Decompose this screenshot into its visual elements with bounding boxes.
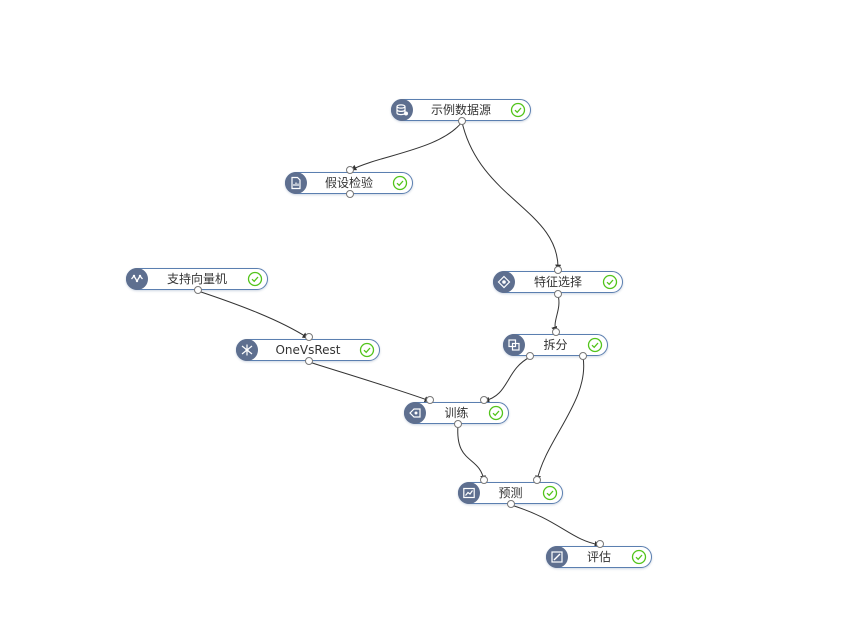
edge-split-train[interactable] [483,356,531,403]
shuffle-icon [236,339,258,361]
output-port-2[interactable] [579,352,587,360]
success-check-icon [542,485,558,501]
input-port-1[interactable] [480,476,488,484]
output-port[interactable] [194,286,202,294]
algorithm-icon [126,268,148,290]
evaluate-icon [546,546,568,568]
input-port[interactable] [554,266,562,274]
node-label: 训练 [444,406,469,420]
edge-datasource-hypothesis[interactable] [350,121,463,171]
output-port[interactable] [454,420,462,428]
node-onevsrest[interactable]: OneVsRest [236,339,380,361]
feature-icon [493,271,515,293]
node-label: 示例数据源 [430,103,491,117]
success-check-icon [392,175,408,191]
input-port[interactable] [346,166,354,174]
input-port-1[interactable] [426,396,434,404]
node-label: 支持向量机 [166,272,227,286]
node-label: 特征选择 [533,275,582,289]
output-port-1[interactable] [526,352,534,360]
output-port[interactable] [305,357,313,365]
train-icon [404,402,426,424]
edge-train-predict[interactable] [457,424,487,482]
document-chart-icon [285,172,307,194]
edge-datasource-feature[interactable] [461,121,562,271]
input-port-2[interactable] [533,476,541,484]
output-port[interactable] [554,290,562,298]
success-check-icon [488,405,504,421]
edge-onevsrest-train[interactable] [308,361,431,402]
node-train[interactable]: 训练 [404,402,509,424]
node-sample-datasource[interactable]: 示例数据源 [391,99,531,121]
edge-predict-evaluate[interactable] [510,504,601,548]
output-port[interactable] [507,500,515,508]
node-label: OneVsRest [275,343,341,357]
success-check-icon [602,274,618,290]
success-check-icon [359,342,375,358]
node-split[interactable]: 拆分 [503,334,608,356]
output-port[interactable] [346,190,354,198]
node-label: 预测 [498,486,523,500]
success-check-icon [587,337,603,353]
split-icon [503,334,525,356]
input-port[interactable] [596,540,604,548]
node-label: 拆分 [543,338,568,352]
input-port[interactable] [305,333,313,341]
input-port-2[interactable] [480,396,488,404]
predict-chart-icon [458,482,480,504]
success-check-icon [510,102,526,118]
node-label: 假设检验 [324,176,373,190]
output-port[interactable] [458,117,466,125]
node-hypothesis-test[interactable]: 假设检验 [285,172,413,194]
database-icon [391,99,413,121]
node-predict[interactable]: 预测 [458,482,563,504]
edge-split-predict[interactable] [535,356,585,482]
success-check-icon [247,271,263,287]
edge-svm-onevsrest[interactable] [197,290,309,339]
edge-feature-split[interactable] [551,294,560,333]
success-check-icon [631,549,647,565]
node-label: 评估 [586,550,611,564]
input-port[interactable] [552,328,560,336]
node-evaluate[interactable]: 评估 [546,546,652,568]
